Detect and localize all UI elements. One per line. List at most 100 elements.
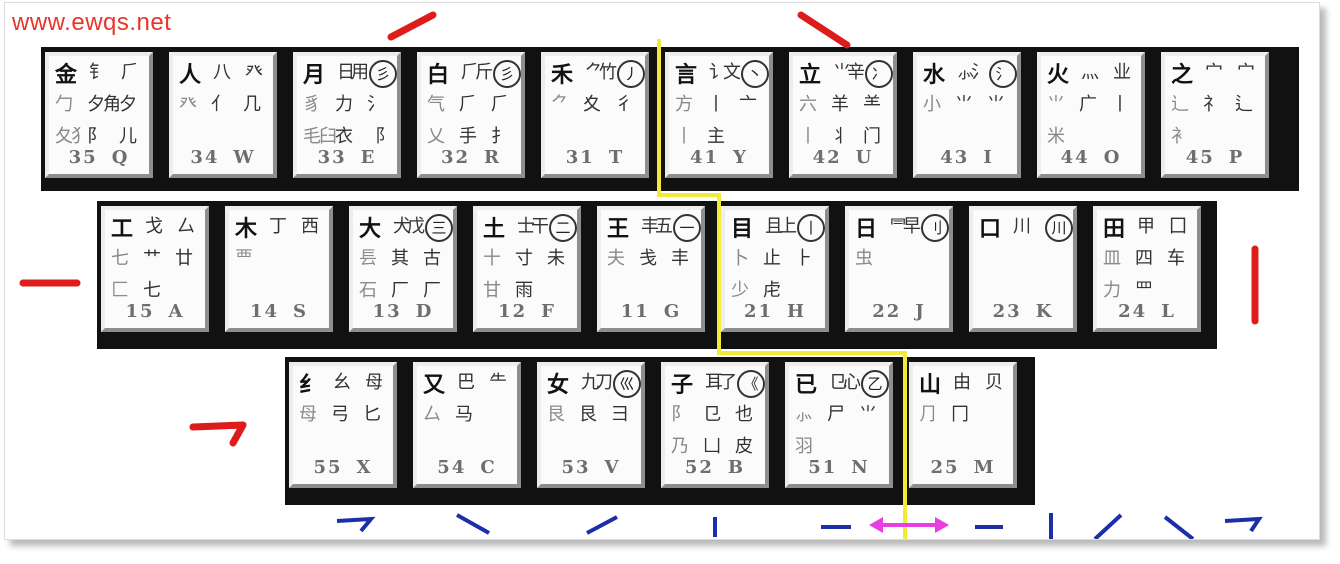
key-stroke-circle: 三	[425, 214, 453, 242]
key-radical-glyph: 夕	[87, 94, 105, 115]
key-main-radical: 金	[55, 62, 78, 88]
key-stroke-circle: 丶	[741, 60, 769, 88]
key-letter: W	[233, 147, 256, 168]
key-radical-glyph: 匚	[111, 280, 129, 301]
key-radical-glyph: 耳	[705, 372, 723, 393]
key-radical-glyph: 戈	[145, 216, 163, 237]
key-zone-code: 31	[565, 147, 595, 168]
key-radical-glyph: 广	[1079, 94, 1097, 115]
key-letter: N	[851, 457, 870, 478]
key-radical-glyph: ⺋	[829, 372, 847, 393]
key-radical-glyph: ⺌	[859, 404, 877, 425]
key-letter: I	[983, 147, 994, 168]
key-main-radical: 土	[483, 216, 506, 242]
key-letter: A	[168, 301, 185, 322]
key-radical-glyph: 灬	[1081, 62, 1099, 83]
key-radical-glyph: 西	[301, 216, 319, 237]
key-radical-glyph: 刀	[595, 372, 613, 393]
key-radical-glyph: 贝	[985, 372, 1003, 393]
key-main-radical: 子	[671, 372, 694, 398]
key-stroke-circle: 丿	[617, 60, 645, 88]
key-radical-glyph: 竹	[599, 62, 617, 83]
arrow-head-right	[935, 517, 949, 533]
key-radical-glyph: ⻏	[367, 126, 385, 147]
key-zone-code: 52	[684, 457, 714, 478]
key-main-radical: 工	[111, 216, 134, 242]
key-stroke-circle: 刂	[921, 214, 949, 242]
key-radical-glyph: 厶	[423, 404, 441, 425]
key-radical-glyph: 钅	[89, 62, 107, 83]
key-main-radical: 月	[303, 62, 326, 88]
key-radical-glyph: ⺊	[795, 248, 813, 269]
key-main-radical: 已	[795, 372, 818, 398]
key-stroke-circle: 川	[1045, 214, 1073, 242]
key-radical-glyph: 用	[351, 62, 369, 83]
key-radical-glyph: 母	[365, 372, 383, 393]
key-main-radical: 人	[179, 62, 202, 88]
key-radical-glyph: 艹	[143, 248, 161, 269]
key-radical-glyph: 覀	[235, 248, 253, 269]
key-radical-glyph: 毛	[303, 126, 321, 147]
key-radical-glyph: 五	[655, 216, 673, 237]
key-radical-glyph: 九	[581, 372, 599, 393]
key-radical-glyph: ⼧	[1205, 62, 1223, 83]
key-main-radical: 女	[547, 372, 570, 398]
blue-mark-dian	[456, 513, 490, 535]
stroke-mark-dian-top	[797, 11, 851, 49]
key-radical-glyph: ⺗	[795, 404, 813, 425]
key-radical-glyph: 斤	[475, 62, 493, 83]
key-zone-code: 43	[940, 147, 970, 168]
blue-mark-zhe	[336, 516, 376, 533]
key-radical-glyph: 夊	[583, 94, 601, 115]
key-zone-code: 25	[930, 457, 960, 478]
key-radical-glyph: 雨	[515, 280, 533, 301]
key-radical-glyph: 亻	[211, 94, 229, 115]
stroke-mark-heng-top	[387, 11, 437, 41]
key-radical-glyph: 七	[143, 280, 161, 301]
key-main-radical: 又	[423, 372, 446, 398]
key-radical-glyph: 七	[111, 248, 129, 269]
key-radical-glyph: ⺌	[955, 94, 973, 115]
key-radical-glyph: ⼚	[423, 280, 441, 301]
key-radical-glyph: 日	[337, 62, 355, 83]
key-radical-glyph: ⺌	[833, 62, 851, 83]
key-radical-glyph: 尸	[827, 404, 845, 425]
key-radical-glyph: 其	[391, 248, 409, 269]
watermark-text: www.ewqs.net	[12, 9, 172, 36]
key-letter: M	[973, 457, 996, 478]
key-stroke-circle: 一	[673, 214, 701, 242]
key-radical-glyph: 凵	[703, 436, 721, 457]
key-zone-code: 33	[317, 147, 347, 168]
key-main-radical: 白	[427, 62, 450, 88]
key-radical-glyph: 了	[719, 372, 737, 393]
key-zone-code: 32	[440, 147, 471, 168]
arrow-head-left	[869, 517, 883, 533]
key-radical-glyph: ⼛	[177, 216, 195, 237]
key-radical-glyph: ⻌	[1171, 94, 1189, 115]
key-radical-glyph: 寸	[515, 248, 533, 269]
key-radical-glyph: 礻	[1203, 94, 1221, 115]
key-radical-glyph: 几	[243, 94, 261, 115]
key-radical-glyph: 癶	[245, 62, 263, 83]
key-radical-glyph: 勹	[55, 94, 73, 115]
key-radical-glyph: 匕	[363, 404, 381, 425]
key-code-label: 43 I	[917, 147, 1017, 168]
key-radical-glyph: 四	[1135, 248, 1153, 269]
key-main-radical: 纟	[299, 372, 322, 398]
key-radical-glyph: 宀	[1237, 62, 1255, 83]
key-zone-code: 12	[498, 301, 528, 322]
key-stroke-circle: 巛	[613, 370, 641, 398]
